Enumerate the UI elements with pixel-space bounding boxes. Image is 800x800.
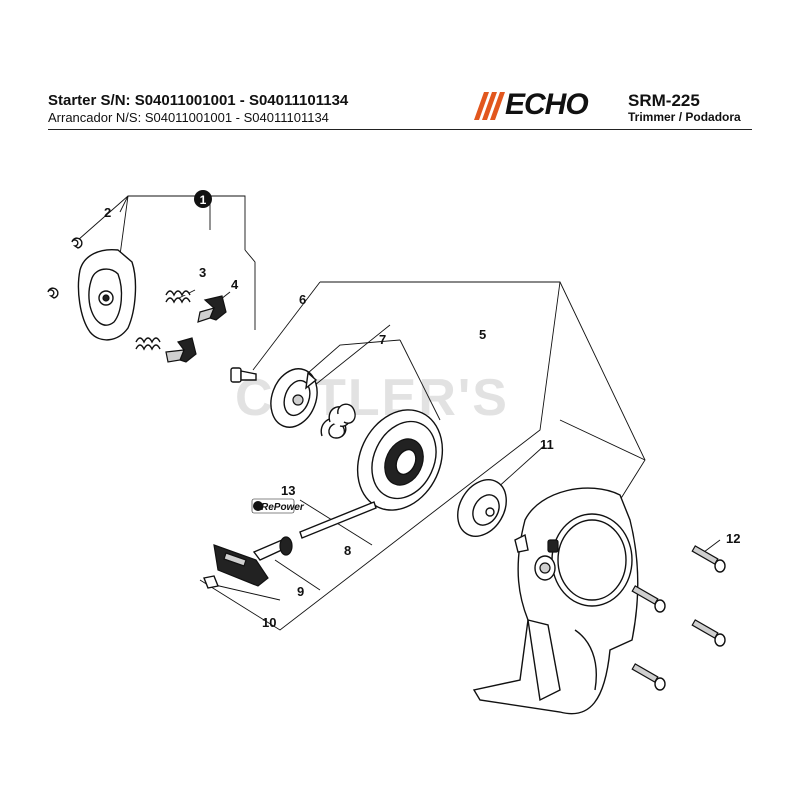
callout-12: 12	[726, 531, 740, 546]
callout-1: 1	[194, 190, 212, 208]
svg-text:RePower: RePower	[261, 502, 305, 513]
housing-screw-4	[631, 663, 666, 691]
echo-logo-stripes	[474, 92, 505, 120]
callout-3: 3	[199, 265, 206, 280]
pawl-upper	[197, 295, 227, 323]
pawl-spring-lower	[135, 337, 161, 351]
callout-2: 2	[104, 205, 111, 220]
callout-9: 9	[297, 584, 304, 599]
housing-screw-2	[631, 585, 666, 613]
svg-text:1: 1	[200, 193, 207, 207]
center-bolt	[230, 367, 257, 383]
callout-8: 8	[344, 543, 351, 558]
rope-knot-tab	[203, 575, 219, 589]
housing-screw-1	[691, 545, 726, 573]
pulley-plate	[270, 368, 318, 428]
callout-10: 10	[262, 615, 276, 630]
repower-decal: RePower	[251, 498, 305, 514]
starter-pulley-cover	[77, 248, 137, 341]
starter-handle	[213, 536, 293, 587]
starter-housing	[472, 487, 639, 715]
callout-4: 4	[231, 277, 239, 292]
rope-reel	[356, 409, 444, 511]
housing-screw-3	[691, 619, 726, 647]
callout-13: 13	[281, 483, 295, 498]
title-english: Starter S/N: S04011001001 - S04011101134	[48, 92, 349, 109]
title-spanish: Arrancador N/S: S04011001001 - S04011101…	[48, 110, 329, 125]
callout-7: 7	[379, 332, 386, 347]
model-description: Trimmer / Podadora	[628, 110, 741, 124]
e-clip-upper	[71, 237, 83, 249]
recoil-spring	[320, 403, 356, 439]
starter-rope	[299, 501, 377, 539]
callout-11: 11	[540, 437, 554, 452]
page-header: Starter S/N: S04011001001 - S04011101134…	[0, 0, 800, 132]
pawl-spring-upper	[165, 290, 191, 304]
callout-5: 5	[479, 327, 486, 342]
header-divider	[48, 129, 752, 130]
model-number: SRM-225	[628, 91, 700, 110]
echo-logo: ECHO	[505, 88, 589, 121]
callout-6: 6	[299, 292, 306, 307]
ratchet-plate	[457, 479, 507, 537]
pawl-lower	[165, 337, 197, 363]
e-clip-lower	[47, 287, 59, 299]
